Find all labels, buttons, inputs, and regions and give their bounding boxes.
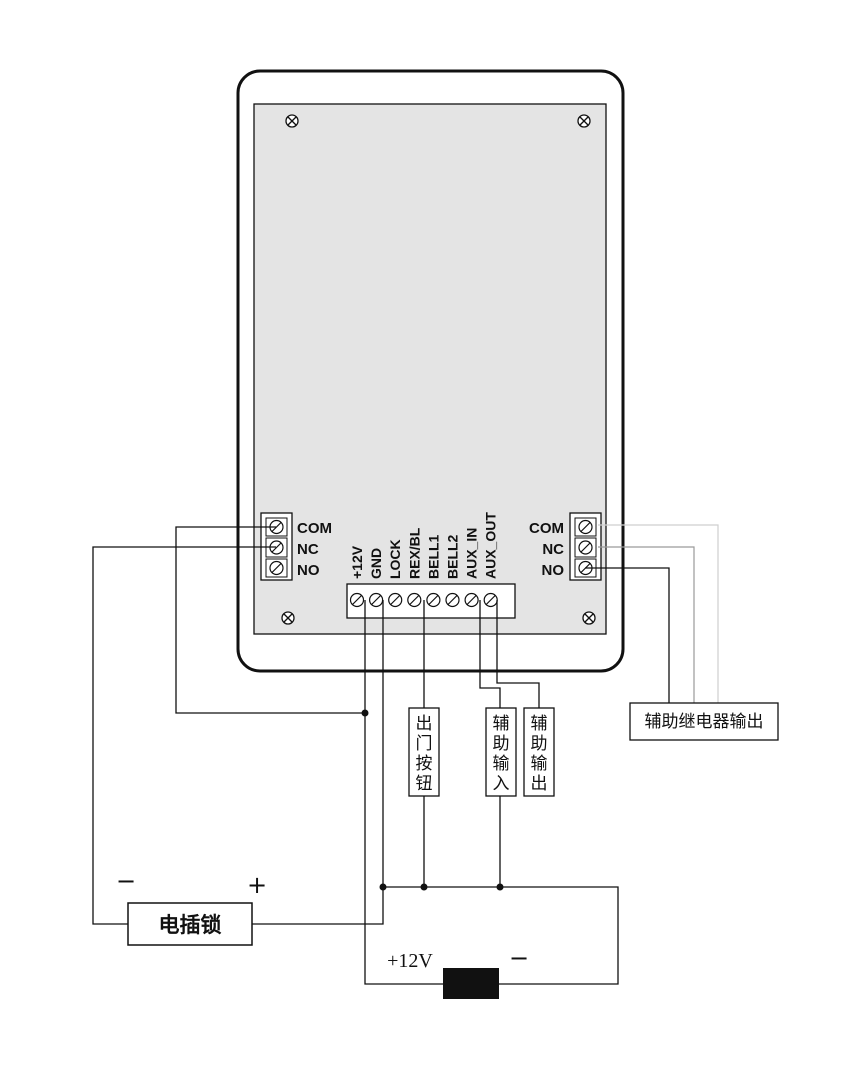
screw-icon — [281, 611, 295, 625]
device-panel — [253, 103, 607, 635]
right-relay-no-label: NO — [542, 562, 565, 579]
terminal-screw-icon — [265, 537, 288, 558]
aux-relay-output-label: 辅助继电器输出 — [645, 712, 764, 732]
electric-lock-label: 电插锁 — [159, 913, 222, 937]
terminal-pin-label: AUX_IN — [464, 528, 480, 579]
lock-plus-label: + — [247, 871, 267, 899]
wire-right-no — [585, 567, 670, 703]
terminal-pin-label: LOCK — [387, 539, 403, 579]
terminal-screw-icon — [574, 517, 597, 537]
terminal-screw-icon — [426, 592, 441, 608]
vertical-label-char: 辅 — [493, 714, 510, 734]
right-relay-terminal — [569, 512, 602, 581]
vertical-label-char: 助 — [531, 734, 548, 754]
terminal-screw-icon — [369, 592, 384, 608]
power-plus-label: +12V — [387, 950, 433, 972]
junction-dot — [420, 883, 428, 891]
power-minus-label: − — [509, 944, 529, 972]
wire-left-nc — [92, 546, 276, 925]
wire-plus12v — [364, 600, 443, 985]
screw-icon — [577, 114, 591, 128]
wire-aux-out — [496, 600, 540, 708]
vertical-label-char: 入 — [493, 774, 510, 794]
terminal-screw-icon — [349, 592, 365, 608]
terminal-pin-label: +12V — [349, 545, 365, 579]
exit-button-box — [408, 707, 440, 797]
terminal-pin-label: BELL1 — [425, 534, 441, 579]
vertical-label-char: 助 — [493, 734, 510, 754]
left-relay-com-label: COM — [297, 520, 332, 537]
terminal-pin-label: REX/BL — [406, 527, 422, 579]
wire-right-com — [598, 524, 719, 703]
terminal-pin-label: AUX_OUT — [483, 512, 499, 579]
wire-gnd — [252, 600, 384, 925]
terminal-screw-icon — [388, 592, 403, 608]
terminal-screw-icon — [407, 592, 422, 608]
terminal-pin-label: GND — [368, 548, 384, 579]
left-relay-nc-label: NC — [297, 541, 319, 558]
junction-dot — [361, 709, 369, 717]
junction-dot — [496, 883, 504, 891]
screw-icon — [285, 114, 299, 128]
junction-dot — [379, 883, 387, 891]
screw-icon — [582, 611, 596, 625]
wire-aux-in — [479, 600, 501, 708]
aux-input-box — [485, 707, 517, 797]
left-relay-no-label: NO — [297, 562, 320, 579]
terminal-screw-icon — [464, 592, 479, 608]
vertical-label-char: 门 — [416, 734, 433, 754]
vertical-label-char: 输 — [493, 754, 510, 774]
vertical-label-char: 出 — [416, 714, 433, 734]
vertical-label-char: 钮 — [416, 774, 433, 794]
vertical-label-char: 出 — [531, 774, 548, 794]
terminal-screw-icon — [265, 558, 288, 578]
aux-output-box — [523, 707, 555, 797]
vertical-label-char: 辅 — [531, 714, 548, 734]
right-relay-com-label: COM — [529, 520, 564, 537]
lock-minus-label: − — [116, 867, 136, 895]
terminal-screw-icon — [483, 592, 498, 608]
vertical-label-char: 输 — [531, 754, 548, 774]
wire-right-nc — [598, 546, 695, 703]
right-relay-nc-label: NC — [542, 541, 564, 558]
aux-relay-output-box — [629, 702, 779, 741]
terminal-screw-icon — [445, 592, 460, 608]
wire-left-com — [175, 526, 365, 714]
terminal-screw-icon — [574, 537, 597, 558]
power-supply-block — [443, 968, 499, 999]
electric-lock-box — [127, 902, 253, 946]
terminal-pin-label: BELL2 — [445, 534, 461, 579]
vertical-label-char: 按 — [416, 754, 433, 774]
